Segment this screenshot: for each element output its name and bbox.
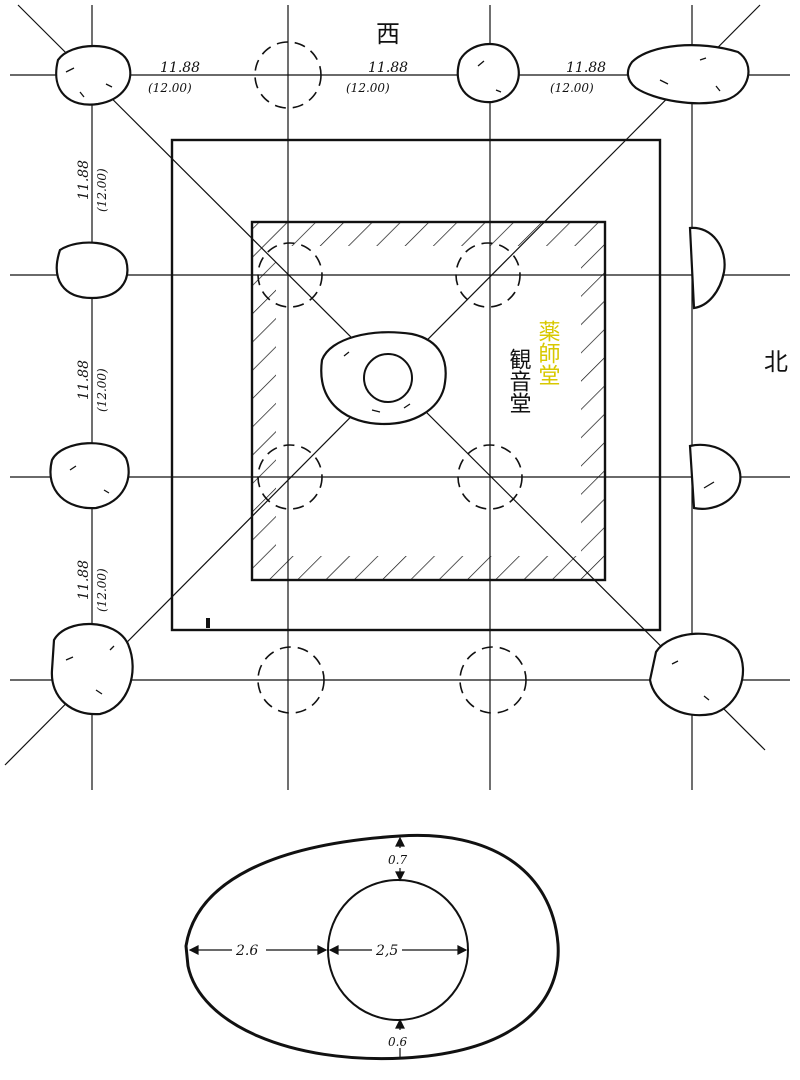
stone-top-center [456, 42, 520, 104]
left-dimensions: 11.88 (12.00) 11.88 (12.00) 11.88 (12.00… [76, 160, 109, 612]
direction-north: 北 [764, 348, 788, 376]
missing-pillar-bottom-1 [257, 646, 325, 714]
stone-west-3 [49, 442, 130, 510]
missing-pillar-inner-2 [455, 242, 521, 308]
stone-center-heart [320, 331, 447, 426]
missing-pillar-inner-1 [257, 242, 323, 308]
dim-left-3-nominal: (12.00) [95, 568, 109, 612]
hall-floor-outline [250, 220, 607, 582]
missing-pillar-marks [254, 41, 527, 714]
dim-top-3-measured: 11.88 [566, 60, 606, 76]
missing-pillar-top [254, 41, 322, 109]
stone-east-3 [688, 443, 742, 510]
stone-nw [55, 44, 132, 106]
stone-sw [50, 622, 134, 716]
hall-label-new: 薬師堂 [535, 320, 561, 386]
stone-east-2 [688, 226, 726, 310]
stone-texture [65, 57, 721, 701]
outer-platform [170, 138, 662, 632]
dim-top-3-nominal: (12.00) [550, 81, 594, 95]
heart-pillar-hole [363, 353, 413, 403]
dim-left-1-measured: 11.88 [76, 160, 92, 200]
detail-hole [327, 879, 469, 1021]
detail-inner-diameter: 2,5 [375, 943, 398, 959]
dim-left-3-measured: 11.88 [76, 560, 92, 600]
label-backdrop [500, 332, 580, 432]
small-mark [206, 618, 210, 628]
stone-west-2 [55, 241, 129, 300]
detail-dimension-lines [188, 836, 468, 1058]
detail-left-width: 2.6 [235, 943, 258, 959]
grid-lines [10, 5, 790, 790]
dim-left-2-nominal: (12.00) [95, 368, 109, 412]
stone-se [648, 632, 745, 717]
dim-left-2-measured: 11.88 [76, 360, 92, 400]
dim-top-2-nominal: (12.00) [346, 81, 390, 95]
missing-pillar-inner-4 [457, 444, 523, 510]
direction-west: 西 [376, 20, 400, 48]
hall-label-old: 観音堂 [506, 348, 532, 414]
detail-bottom-margin: 0.6 [388, 1035, 407, 1049]
dim-top-2-measured: 11.88 [368, 60, 408, 76]
dim-top-1-nominal: (12.00) [148, 81, 192, 95]
heart-stone-detail: 2.6 2,5 0.7 0.6 [184, 833, 560, 1061]
missing-pillar-bottom-2 [459, 646, 527, 714]
dim-top-1-measured: 11.88 [160, 60, 200, 76]
detail-top-margin: 0.7 [388, 853, 407, 867]
detail-stone-outline [184, 833, 560, 1061]
dim-left-1-nominal: (12.00) [95, 168, 109, 212]
missing-pillar-inner-3 [257, 444, 323, 510]
top-dimensions: 11.88 (12.00) 11.88 (12.00) 11.88 (12.00… [148, 60, 606, 95]
stone-ne [626, 44, 750, 105]
